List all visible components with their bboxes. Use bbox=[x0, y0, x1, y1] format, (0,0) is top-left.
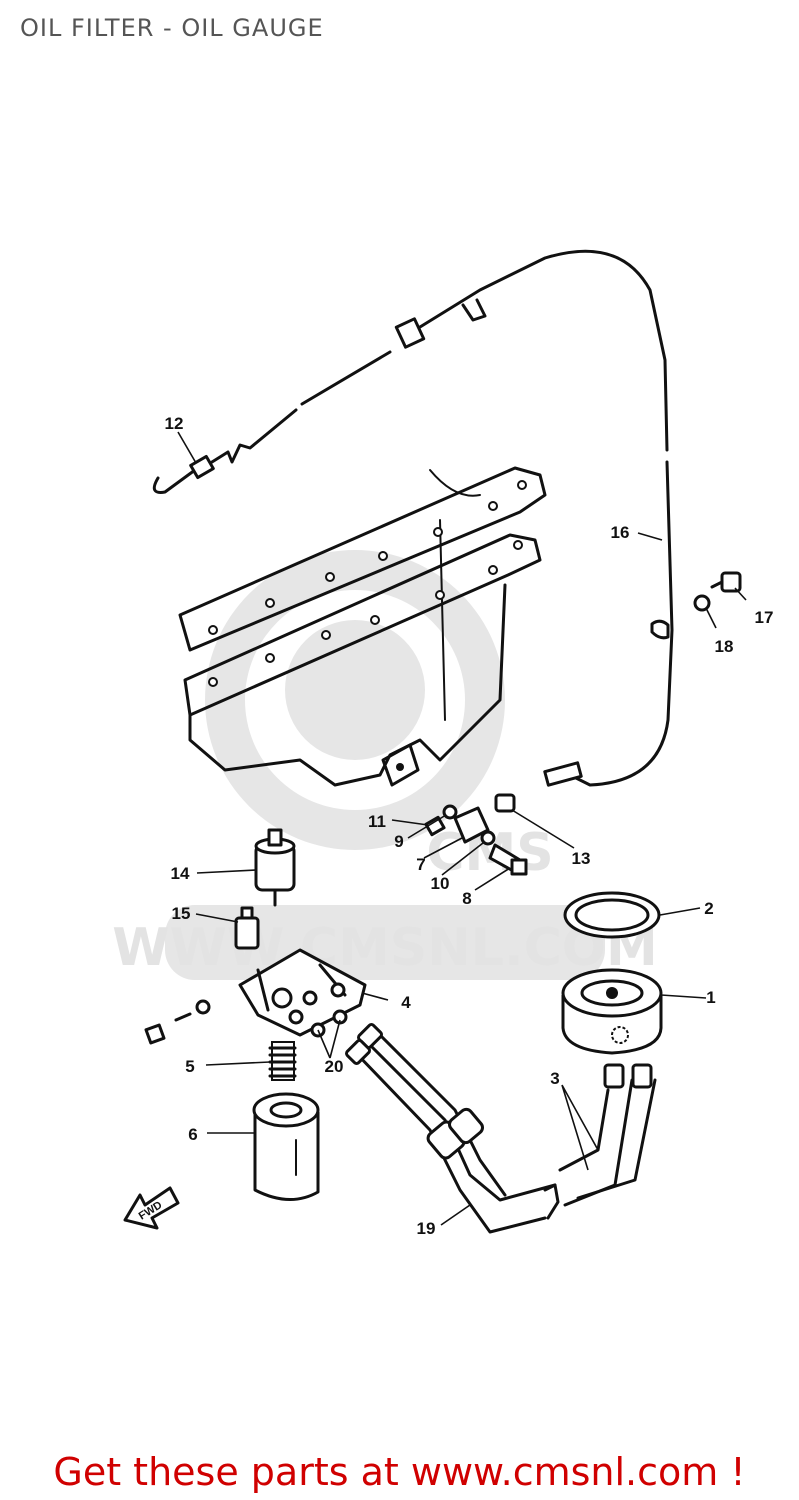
fwd-arrow-mark: FWD bbox=[123, 1186, 180, 1230]
callout-9: 9 bbox=[394, 832, 403, 851]
callout-14: 14 bbox=[171, 864, 190, 883]
oil-pressure-gauge bbox=[254, 828, 296, 907]
callout-15: 15 bbox=[172, 904, 191, 923]
oil-pan bbox=[178, 466, 547, 787]
gauge-pipe bbox=[394, 249, 674, 787]
gasket-ring bbox=[563, 891, 661, 939]
callout-4: 4 bbox=[401, 993, 411, 1012]
callout-20: 20 bbox=[325, 1057, 344, 1076]
callout-10: 10 bbox=[431, 874, 450, 893]
filter-housing-bracket bbox=[144, 948, 367, 1045]
callout-5: 5 bbox=[185, 1057, 194, 1076]
callout-12: 12 bbox=[165, 414, 184, 433]
callout-labels: 1 2 3 4 5 6 7 8 9 10 11 12 13 14 15 16 1… bbox=[165, 414, 774, 1238]
oil-filter-cartridge bbox=[252, 1092, 320, 1202]
callout-11: 11 bbox=[368, 812, 386, 831]
cms-watermark: CMS WWW.CMSNL.COM bbox=[112, 550, 658, 980]
oil-pressure-switch bbox=[234, 906, 260, 950]
callout-18: 18 bbox=[715, 637, 734, 656]
watermark-text: WWW.CMSNL.COM bbox=[112, 918, 657, 978]
callout-17: 17 bbox=[755, 608, 774, 627]
callout-16: 16 bbox=[611, 523, 630, 542]
washer-18 bbox=[693, 594, 711, 612]
oil-cooler-adapter bbox=[561, 968, 663, 1055]
callout-3: 3 bbox=[550, 1069, 559, 1088]
callout-7: 7 bbox=[416, 855, 425, 874]
callout-8: 8 bbox=[462, 889, 471, 908]
leader-lines bbox=[177, 431, 747, 1226]
spring bbox=[268, 1041, 297, 1081]
footer-promo-text[interactable]: Get these parts at www.cmsnl.com ! bbox=[53, 1450, 746, 1494]
oil-hoses bbox=[345, 1023, 657, 1234]
dipstick bbox=[152, 350, 392, 494]
bolt-17 bbox=[710, 571, 742, 593]
callout-1: 1 bbox=[706, 988, 715, 1007]
small-parts-cluster bbox=[424, 793, 528, 876]
callout-19: 19 bbox=[417, 1219, 436, 1238]
callout-6: 6 bbox=[188, 1125, 197, 1144]
page-title: OIL FILTER - OIL GAUGE bbox=[20, 14, 324, 42]
callout-13: 13 bbox=[572, 849, 591, 868]
callout-2: 2 bbox=[704, 899, 713, 918]
